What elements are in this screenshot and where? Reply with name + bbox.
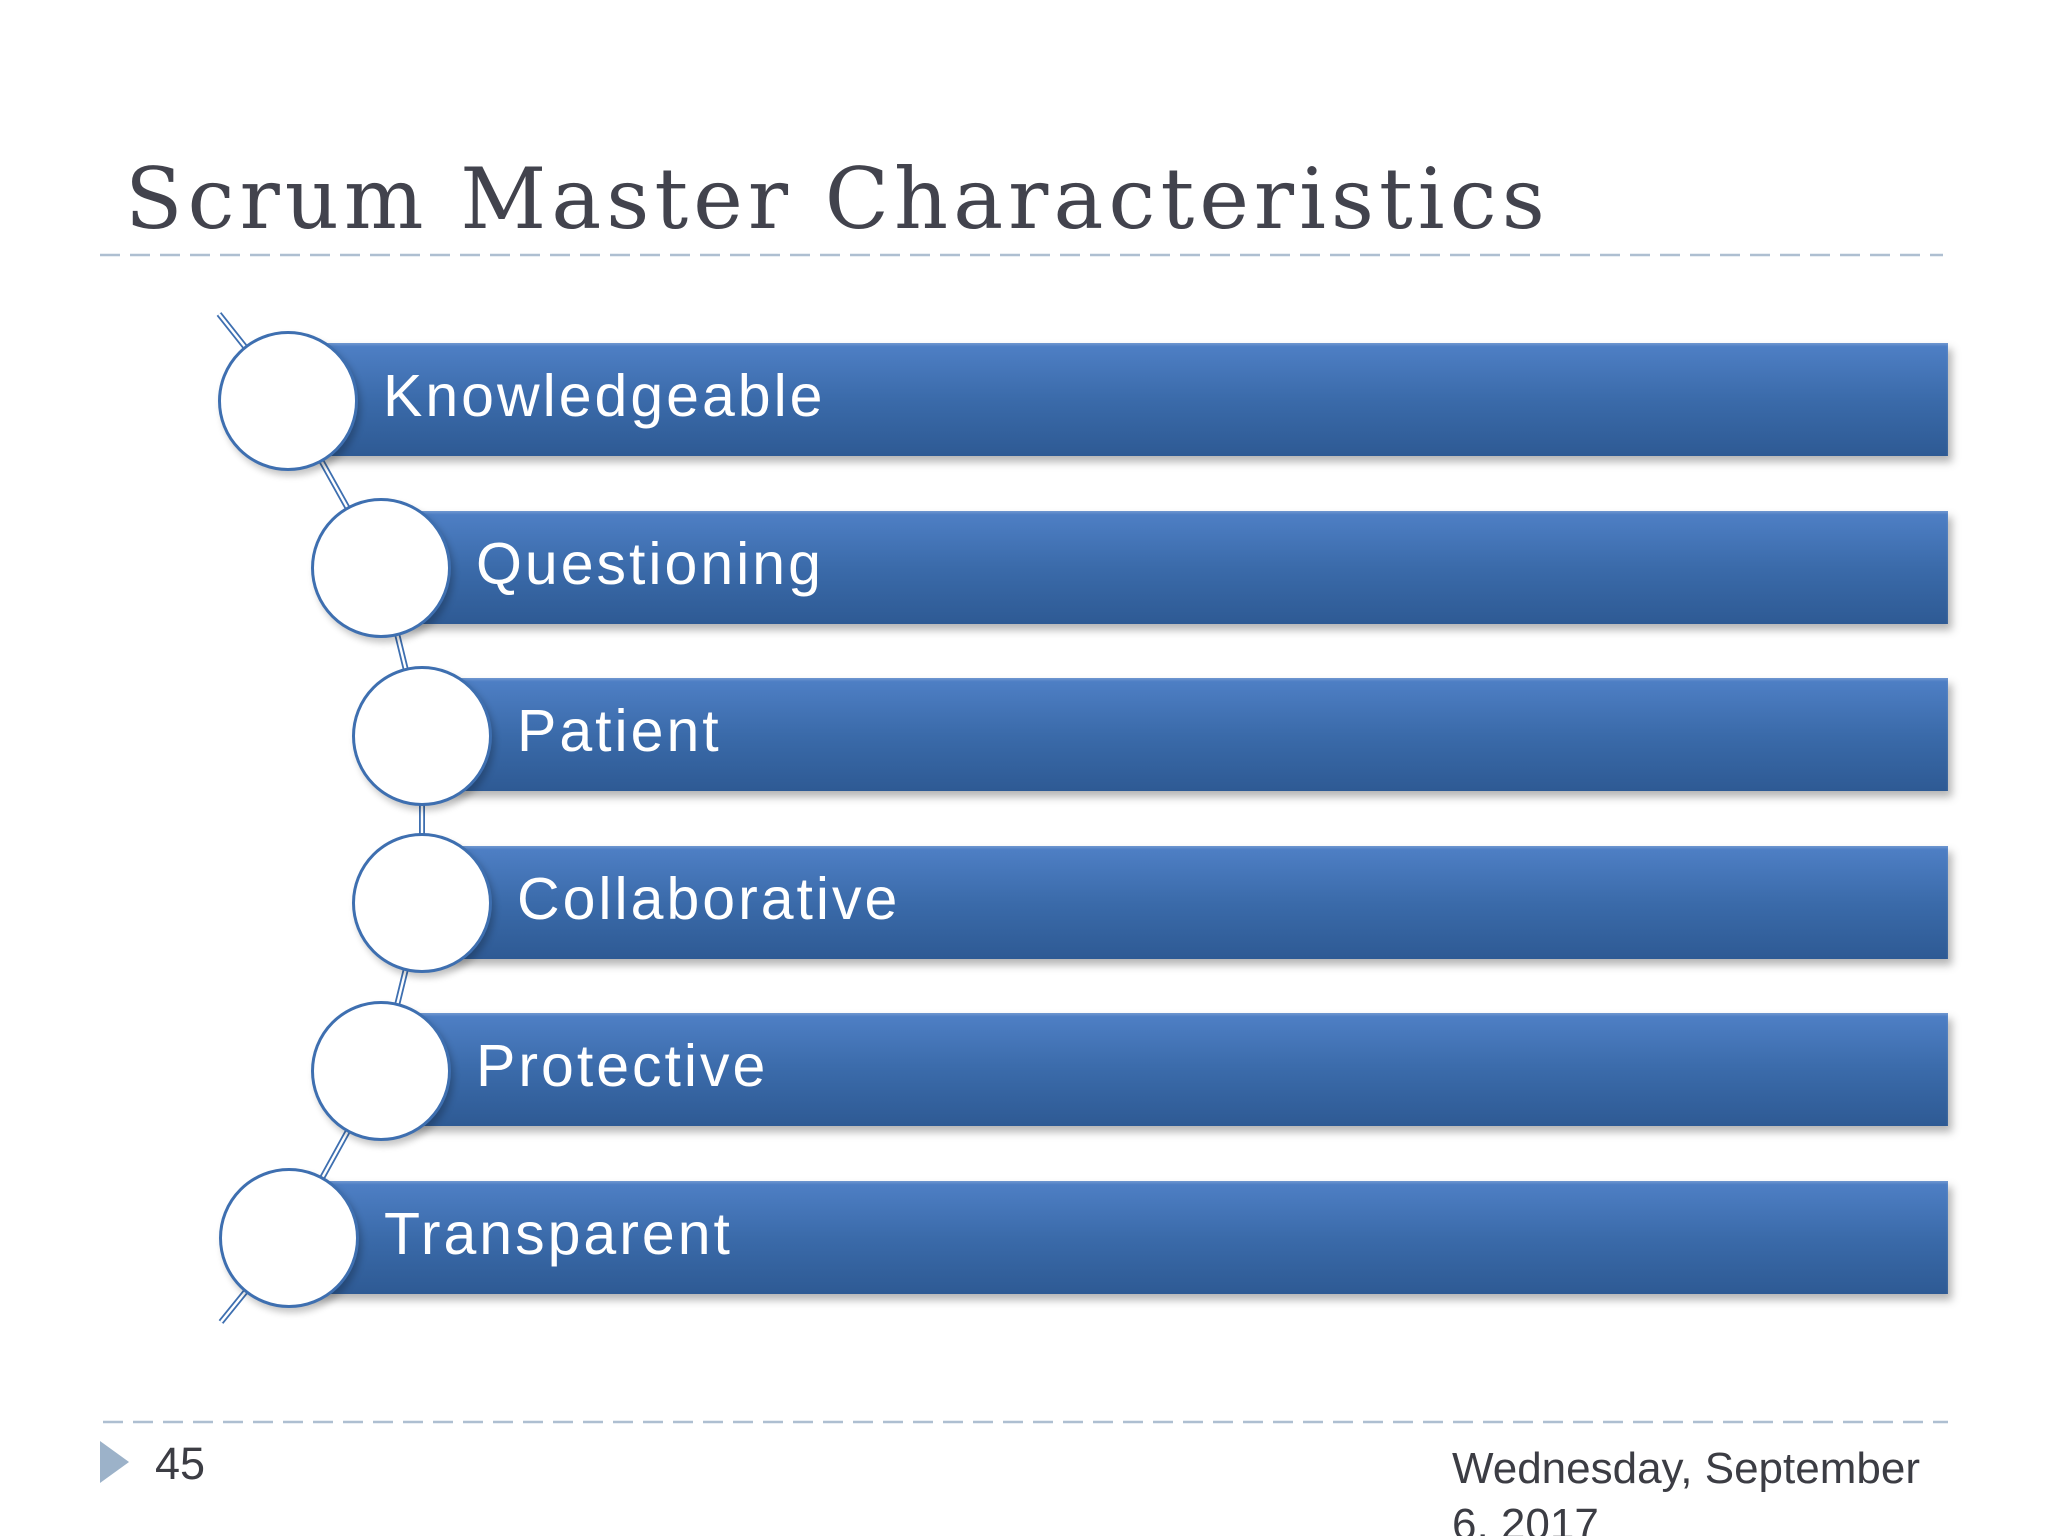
list-bar-knowledgeable: Knowledgeable	[268, 343, 1948, 456]
slide-date-line-1: Wednesday, September	[1452, 1444, 1920, 1493]
list-bar-transparent: Transparent	[269, 1181, 1948, 1294]
list-bar-protective: Protective	[361, 1013, 1948, 1126]
list-bar-patient: Patient	[402, 678, 1948, 791]
bar-label: Transparent	[384, 1201, 733, 1267]
circle-node-4	[352, 833, 492, 973]
slide-date: Wednesday, September 6, 2017	[1452, 1441, 1932, 1536]
bar-label: Protective	[476, 1033, 769, 1099]
list-bar-questioning: Questioning	[361, 511, 1948, 624]
circle-node-2	[311, 498, 451, 638]
circle-node-3	[352, 666, 492, 806]
slide-date-line-2: 6, 2017	[1452, 1499, 1599, 1536]
bar-label: Knowledgeable	[383, 363, 826, 429]
circle-node-1	[218, 331, 358, 471]
connector-line-core	[218, 313, 424, 1323]
page-number: 45	[155, 1438, 206, 1489]
connector-line	[216, 312, 425, 1324]
circle-node-6	[219, 1168, 359, 1308]
circle-node-5	[311, 1001, 451, 1141]
list-bar-collaborative: Collaborative	[402, 846, 1948, 959]
page-title: Scrum Master Characteristics	[125, 150, 1550, 248]
footer-arrow-icon	[100, 1441, 129, 1483]
bar-label: Collaborative	[517, 866, 901, 932]
bar-label: Patient	[517, 698, 722, 764]
bar-label: Questioning	[476, 531, 824, 597]
